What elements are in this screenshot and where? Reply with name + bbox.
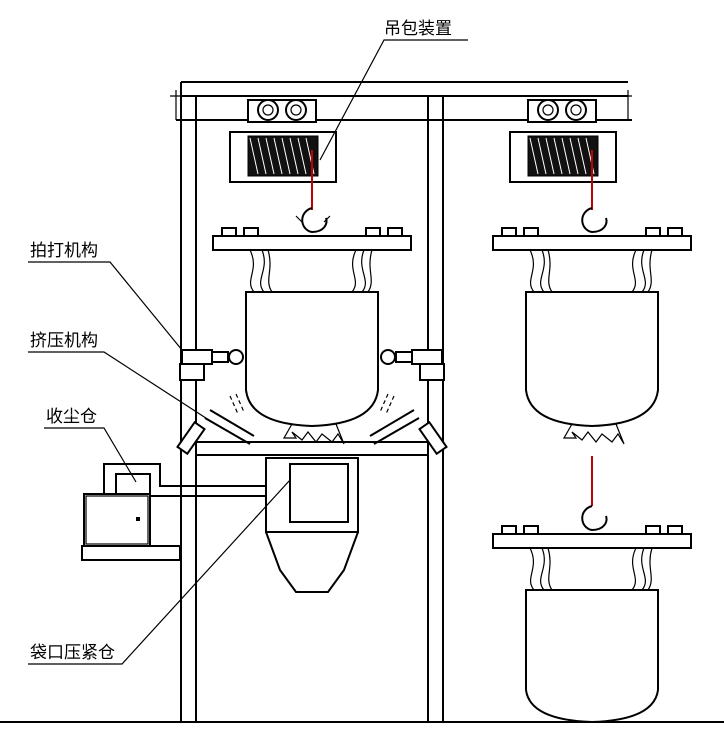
label-squeeze: 挤压机构 [30,331,98,351]
right-lower-bag-assembly [492,456,692,724]
label-clamp: 袋口压紧仓 [30,643,115,663]
dust-collection-bin [81,463,266,561]
left-bag-assembly [212,227,412,445]
squeeze-mechanism-right [380,349,445,381]
label-dust: 收尘仓 [46,407,97,427]
squeeze-mechanism-left [179,349,244,381]
label-beating: 拍打机构 [30,241,98,261]
label-hoist: 吊包装置 [384,19,452,39]
beating-mechanism-right [369,393,448,456]
left-hoist [229,99,337,234]
right-upper-bag-assembly [492,227,692,445]
beating-mechanism-left [176,393,255,456]
leader-lines [28,39,468,665]
right-hoist [509,99,617,234]
bag-clamp-hopper [265,457,359,593]
